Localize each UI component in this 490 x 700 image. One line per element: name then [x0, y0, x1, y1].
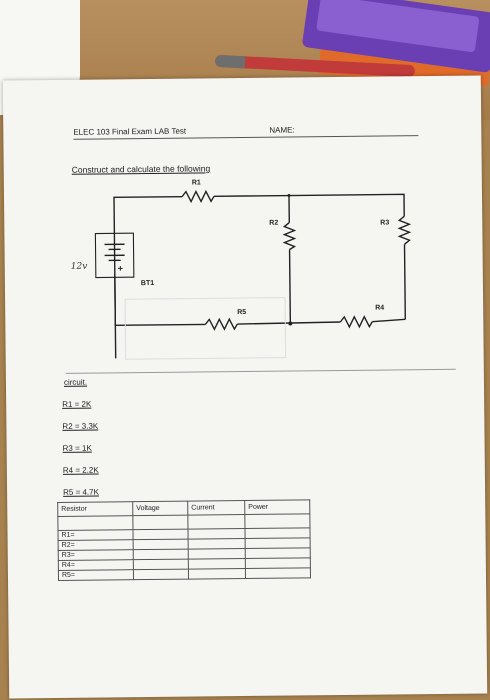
value-r3: R3 = 1K: [62, 443, 92, 453]
circuit-schematic: [94, 189, 412, 360]
r3-symbol: [397, 215, 412, 245]
results-table: Resistor Voltage Current Power R1= R2= R…: [57, 499, 311, 581]
r2-label: R2: [269, 219, 279, 227]
value-r1: R1 = 2K: [62, 399, 92, 409]
r4-symbol: [339, 315, 373, 329]
battery-label: BT1: [140, 279, 155, 288]
header-voltage: Voltage: [132, 501, 188, 516]
handwritten-voltage: 12v: [70, 261, 88, 272]
value-r5: R5 = 4.7K: [63, 487, 99, 497]
value-r2: R2 = 3.3K: [62, 421, 99, 431]
r1-symbol: [181, 189, 215, 204]
battery-plus: +: [117, 263, 124, 274]
table-row: R5=: [58, 567, 311, 581]
r2-symbol: [282, 221, 297, 251]
circuit-label: circuit.: [63, 377, 88, 387]
value-r4: R4 = 2.2K: [62, 465, 99, 475]
header-current: Current: [187, 500, 245, 516]
r5-symbol: [204, 317, 238, 331]
r1-label: R1: [191, 179, 201, 187]
r3-label: R3: [380, 219, 390, 227]
header-resistor: Resistor: [57, 501, 133, 517]
exam-sheet: ELEC 103 Final Exam LAB Test NAME: Const…: [2, 75, 488, 699]
r4-label: R4: [375, 304, 385, 312]
r5-label: R5: [237, 308, 247, 317]
header-power: Power: [244, 499, 310, 515]
